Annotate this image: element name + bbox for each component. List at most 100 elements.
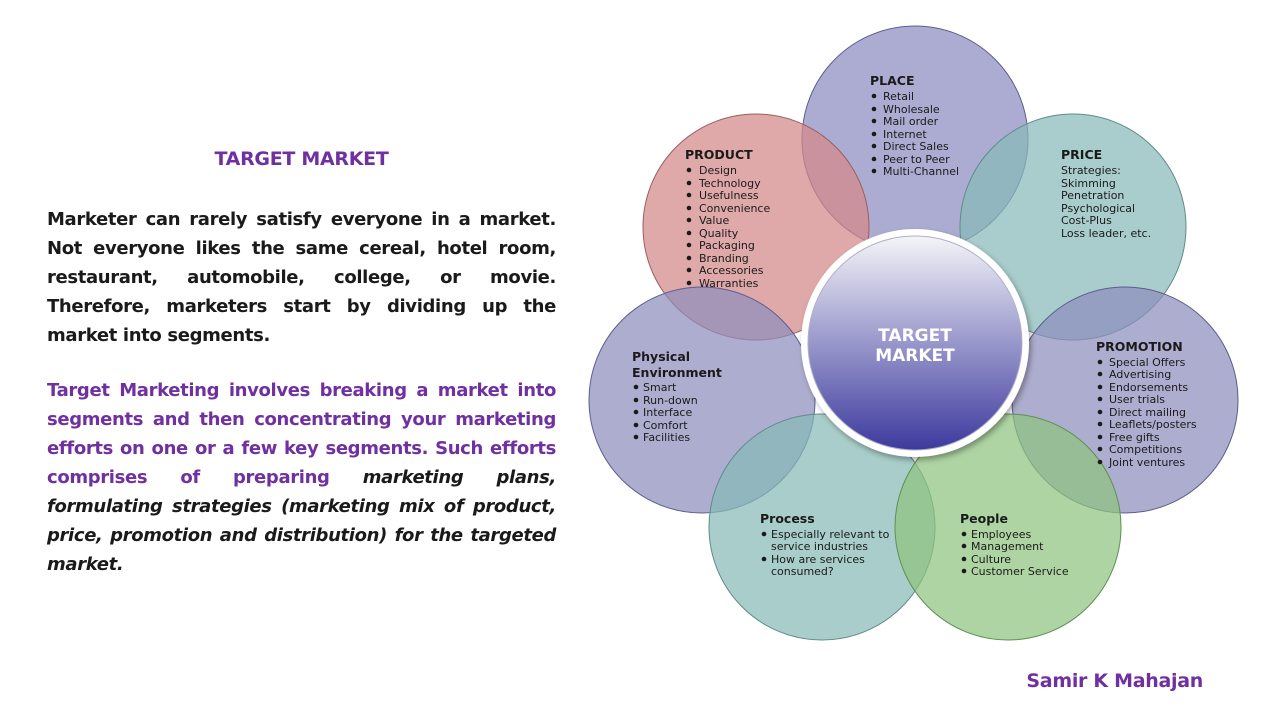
product-item: Design xyxy=(699,164,737,177)
author-name: Samir K Mahajan xyxy=(1026,670,1203,692)
place-bullet xyxy=(871,106,877,112)
promotion-bullet xyxy=(1097,446,1103,452)
physical-bullet xyxy=(633,384,639,390)
people-bullet xyxy=(961,543,967,549)
product-item: Warranties xyxy=(699,277,759,290)
price-line: Cost-Plus xyxy=(1061,214,1112,227)
promotion-item: Joint ventures xyxy=(1108,456,1185,469)
price-line: Strategies: xyxy=(1061,164,1121,177)
product-item: Convenience xyxy=(699,202,770,215)
promotion-item: Endorsements xyxy=(1109,381,1188,394)
product-bullet xyxy=(686,192,692,198)
people-bullet xyxy=(961,568,967,574)
center-label-line2: MARKET xyxy=(875,346,955,366)
place-item: Mail order xyxy=(883,115,939,128)
product-bullet xyxy=(686,217,692,223)
process-item1-line1: Especially relevant to xyxy=(771,528,890,541)
price-line: Penetration xyxy=(1061,189,1124,202)
place-bullet xyxy=(871,118,877,124)
physical-title-line1: Physical xyxy=(632,349,690,364)
promotion-item: Competitions xyxy=(1109,443,1182,456)
physical-bullet xyxy=(633,397,639,403)
people-item: Customer Service xyxy=(971,565,1069,578)
promotion-bullet xyxy=(1097,371,1103,377)
physical-environment-block: Physical Environment Smart Run-down Inte… xyxy=(632,349,722,444)
place-item: Peer to Peer xyxy=(883,153,950,166)
product-bullets xyxy=(686,167,692,286)
place-item: Multi-Channel xyxy=(883,165,959,178)
price-title: PRICE xyxy=(1061,147,1102,162)
process-item1-line2: service industries xyxy=(771,540,868,553)
product-block: PRODUCT Design Technology Usefulness Con… xyxy=(685,147,770,290)
product-item: Usefulness xyxy=(699,189,759,202)
people-item: Management xyxy=(971,540,1044,553)
promotion-bullet xyxy=(1097,421,1103,427)
people-bullets xyxy=(961,531,967,574)
promotion-bullet xyxy=(1097,409,1103,415)
promotion-bullet xyxy=(1097,459,1103,465)
center-circle xyxy=(807,235,1023,451)
product-bullet xyxy=(686,180,692,186)
place-bullet xyxy=(871,143,877,149)
place-item: Internet xyxy=(883,128,927,141)
product-bullet xyxy=(686,280,692,286)
physical-item: Run-down xyxy=(643,394,698,407)
product-item: Branding xyxy=(699,252,749,265)
center-label-line1: TARGET xyxy=(878,326,952,346)
price-line: Loss leader, etc. xyxy=(1061,227,1151,240)
product-bullet xyxy=(686,242,692,248)
product-item: Value xyxy=(699,214,729,227)
promotion-bullet xyxy=(1097,396,1103,402)
price-line: Skimming xyxy=(1061,177,1116,190)
people-item: Culture xyxy=(971,553,1011,566)
promotion-block: PROMOTION Special Offers Advertising End… xyxy=(1096,339,1197,469)
place-bullet xyxy=(871,131,877,137)
process-bullets xyxy=(761,531,767,562)
place-item: Direct Sales xyxy=(883,140,949,153)
promotion-item: Leaflets/posters xyxy=(1109,418,1197,431)
product-bullet xyxy=(686,167,692,173)
physical-item: Comfort xyxy=(643,419,688,432)
promotion-bullet xyxy=(1097,359,1103,365)
place-title: PLACE xyxy=(870,73,915,88)
product-item: Technology xyxy=(698,177,761,190)
process-block: Process Especially relevant to service i… xyxy=(760,511,890,578)
people-item: Employees xyxy=(971,528,1031,541)
product-title: PRODUCT xyxy=(685,147,753,162)
price-line: Psychological xyxy=(1061,202,1135,215)
promotion-bullets xyxy=(1097,359,1103,465)
physical-bullet xyxy=(633,409,639,415)
physical-title-line2: Environment xyxy=(632,365,722,380)
product-item: Packaging xyxy=(699,239,755,252)
process-bullet xyxy=(761,556,767,562)
product-item: Accessories xyxy=(699,264,764,277)
process-bullet xyxy=(761,531,767,537)
people-bullet xyxy=(961,556,967,562)
paragraph-target-marketing-italic: marketing plans, formulating strategies … xyxy=(47,467,556,575)
product-item: Quality xyxy=(699,227,739,240)
people-petal xyxy=(894,413,1122,641)
place-bullets xyxy=(871,93,877,174)
paragraph-intro: Marketer can rarely satisfy everyone in … xyxy=(47,209,556,346)
place-bullet xyxy=(871,156,877,162)
product-bullet xyxy=(686,255,692,261)
physical-bullet xyxy=(633,434,639,440)
promotion-item: Special Offers xyxy=(1109,356,1186,369)
price-block: PRICE Strategies: Skimming Penetration P… xyxy=(1061,147,1151,240)
promotion-bullet xyxy=(1097,434,1103,440)
physical-bullets xyxy=(633,384,639,440)
place-item: Wholesale xyxy=(883,103,940,116)
process-item2-line1: How are services xyxy=(771,553,865,566)
promotion-bullet xyxy=(1097,384,1103,390)
product-bullet xyxy=(686,205,692,211)
place-bullet xyxy=(871,93,877,99)
place-bullet xyxy=(871,168,877,174)
promotion-title: PROMOTION xyxy=(1096,339,1183,354)
physical-item: Facilities xyxy=(643,431,690,444)
physical-bullet xyxy=(633,422,639,428)
paragraph-target-marketing-regular: Target Marketing involves breaking a mar… xyxy=(47,380,556,488)
promotion-item: Free gifts xyxy=(1109,431,1160,444)
process-item2-line2: consumed? xyxy=(771,565,834,578)
physical-item: Smart xyxy=(643,381,677,394)
